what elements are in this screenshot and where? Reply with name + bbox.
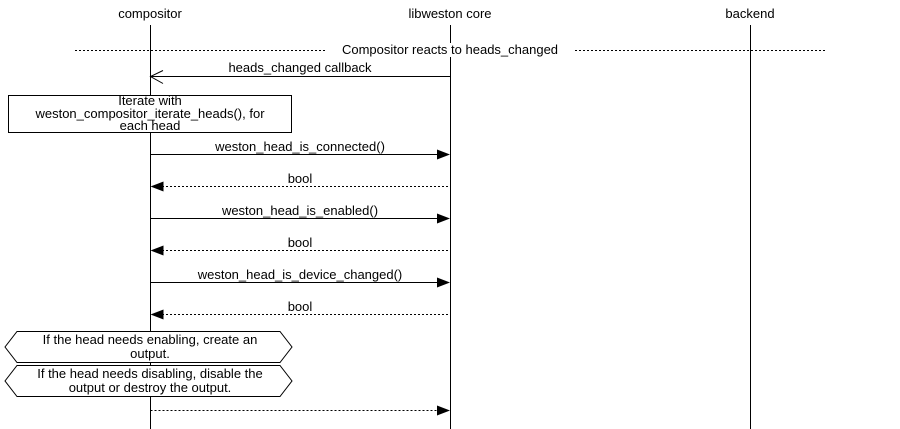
message-label-bool-3: bool [287, 299, 313, 314]
message-label-heads-changed-callback: heads_changed callback [228, 60, 372, 75]
message-label-is-device-changed: weston_head_is_device_changed() [197, 267, 403, 282]
message-label-bool-2: bool [287, 235, 313, 250]
arrowhead-filled-left [150, 245, 164, 256]
note-box-iterate-heads: Iterate with weston_compositor_iterate_h… [8, 93, 292, 134]
participant-compositor: compositor [118, 6, 182, 21]
hexagon-note-disabling [4, 365, 293, 397]
note-box-iterate-heads-text: Iterate with weston_compositor_iterate_h… [35, 93, 265, 134]
arrowhead-filled-right [437, 277, 450, 288]
hexagon-note-enabling-text: If the head needs enabling, create an ou… [42, 332, 258, 361]
arrowhead-filled-right [437, 213, 450, 224]
divider-label: Compositor reacts to heads_changed [327, 43, 573, 57]
participant-libweston-core: libweston core [408, 6, 492, 21]
hexagon-note-disabling-text: If the head needs disabling, disable the… [37, 366, 263, 395]
arrowhead-filled-right [437, 149, 450, 160]
message-label-is-enabled: weston_head_is_enabled() [221, 203, 379, 218]
message-label-bool-1: bool [287, 171, 313, 186]
arrowhead-filled-right [437, 405, 450, 416]
arrowhead-filled-left [150, 309, 164, 320]
message-label-is-connected: weston_head_is_connected() [215, 139, 385, 154]
arrowhead-filled-left [150, 181, 164, 192]
hexagon-note-enabling [4, 331, 293, 363]
participant-backend: backend [725, 6, 775, 21]
arrowhead-open-left [149, 70, 164, 84]
